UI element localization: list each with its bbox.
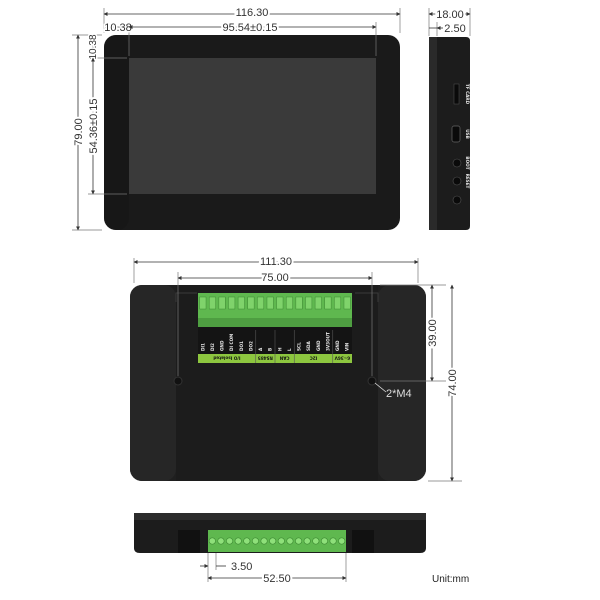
back-width-label: 111.30 bbox=[260, 256, 292, 268]
terminal-screw bbox=[266, 296, 274, 310]
bottom-terminal-screw bbox=[303, 537, 311, 545]
terminal-screw bbox=[247, 296, 255, 310]
front-top-offset-label: 10.38 bbox=[88, 34, 99, 59]
boot-button bbox=[452, 158, 462, 168]
terminal-screw bbox=[257, 296, 265, 310]
bottom-terminal-screw bbox=[295, 537, 303, 545]
bottom-terminal-screw bbox=[260, 537, 268, 545]
bottom-terminal-screw bbox=[243, 537, 251, 545]
terminal-screw bbox=[305, 296, 313, 310]
reset-button bbox=[452, 176, 462, 186]
side-depth-label: 18.00 bbox=[436, 9, 464, 21]
pin-label: DI1 bbox=[200, 343, 205, 351]
bottom-terminal-screw bbox=[320, 537, 328, 545]
mount-hole-right bbox=[367, 376, 377, 386]
pin-label: GND bbox=[220, 340, 225, 351]
mount-height-label: 39.00 bbox=[427, 319, 439, 347]
mount-hole-left bbox=[173, 376, 183, 386]
front-height-label: 79.00 bbox=[73, 118, 85, 146]
bottom-terminal-screw bbox=[312, 537, 320, 545]
bottom-terminal-screw bbox=[226, 537, 234, 545]
pin-label: B bbox=[268, 348, 273, 351]
front-width-label: 116.30 bbox=[236, 7, 269, 19]
screw-label: 2*M4 bbox=[386, 388, 412, 400]
terminal-screw bbox=[295, 296, 303, 310]
terminal-screw bbox=[199, 296, 207, 310]
group-label: RS485 bbox=[258, 356, 273, 361]
bottom-terminal-screw bbox=[338, 537, 346, 545]
pin-label: 3V3OUT bbox=[325, 332, 330, 351]
front-screen bbox=[129, 58, 376, 194]
front-display-height-label: 54.36±0.15 bbox=[88, 99, 100, 154]
pin-label: DI COM bbox=[229, 334, 234, 351]
bottom-terminal-screw bbox=[234, 537, 242, 545]
terminal-screw bbox=[285, 296, 293, 310]
pin-label: DI2 bbox=[210, 343, 215, 351]
group-label: I2C bbox=[310, 356, 318, 361]
terminal-screw bbox=[237, 296, 245, 310]
pin-label: GND bbox=[316, 340, 321, 351]
terminal-screw bbox=[218, 296, 226, 310]
terminal-width-label: 75.00 bbox=[261, 272, 289, 284]
front-view: 116.30 10.38 95.54±0.15 79.00 10.38 54.3… bbox=[71, 5, 401, 231]
group-label: I/O Isolated bbox=[213, 356, 240, 361]
bottom-terminal-screw bbox=[269, 537, 277, 545]
pin-label: VIN bbox=[345, 342, 350, 351]
bottom-terminal-screw bbox=[217, 537, 225, 545]
front-left-offset-label: 10.38 bbox=[104, 22, 132, 34]
back-height-label: 74.00 bbox=[447, 369, 459, 397]
pin-label: DO1 bbox=[239, 341, 244, 351]
terminal-screw bbox=[276, 296, 284, 310]
bottom-terminal-screw bbox=[251, 537, 259, 545]
terminal-screw bbox=[208, 296, 216, 310]
terminal-screw bbox=[228, 296, 236, 310]
pin-label: GND bbox=[335, 340, 340, 351]
pin-label: A bbox=[258, 347, 263, 351]
bottom-terminal-screw bbox=[208, 537, 216, 545]
tf-card-slot bbox=[453, 83, 460, 105]
terminal-screw bbox=[314, 296, 322, 310]
usb-port bbox=[451, 125, 461, 143]
group-label: 6~36V bbox=[334, 356, 350, 361]
port-label-tf: TF CARD bbox=[465, 84, 470, 105]
group-label: CAN bbox=[279, 356, 289, 361]
port-label-reset: RESET bbox=[465, 174, 470, 189]
front-display-width-label: 95.54±0.15 bbox=[223, 22, 278, 34]
terminal-screw bbox=[334, 296, 342, 310]
bottom-terminal-screw bbox=[329, 537, 337, 545]
side-bezel-label: 2.50 bbox=[444, 23, 465, 35]
bottom-terminal-screw bbox=[286, 537, 294, 545]
pin-label: L bbox=[287, 348, 292, 351]
terminal-screw bbox=[324, 296, 332, 310]
pin-label: SCL bbox=[297, 342, 302, 351]
bottom-terminal-screw bbox=[277, 537, 285, 545]
pin-label: H bbox=[277, 347, 282, 351]
side-view: TF CARD USB BOOT RESET 18.00 2.50 bbox=[428, 7, 471, 230]
terminal-span-label: 52.50 bbox=[263, 573, 291, 585]
terminal-screw bbox=[343, 296, 351, 310]
pitch-label: 3.50 bbox=[231, 561, 252, 573]
pin-label: DO2 bbox=[248, 341, 253, 351]
pin-label: SDA bbox=[306, 341, 311, 351]
bottom-view: 3.50 52.50 bbox=[134, 513, 426, 587]
bottom-terminal-block bbox=[208, 530, 346, 552]
port-label-usb: USB bbox=[465, 129, 470, 139]
unit-label: Unit:mm bbox=[432, 574, 469, 585]
port-label-boot: BOOT bbox=[465, 156, 470, 169]
